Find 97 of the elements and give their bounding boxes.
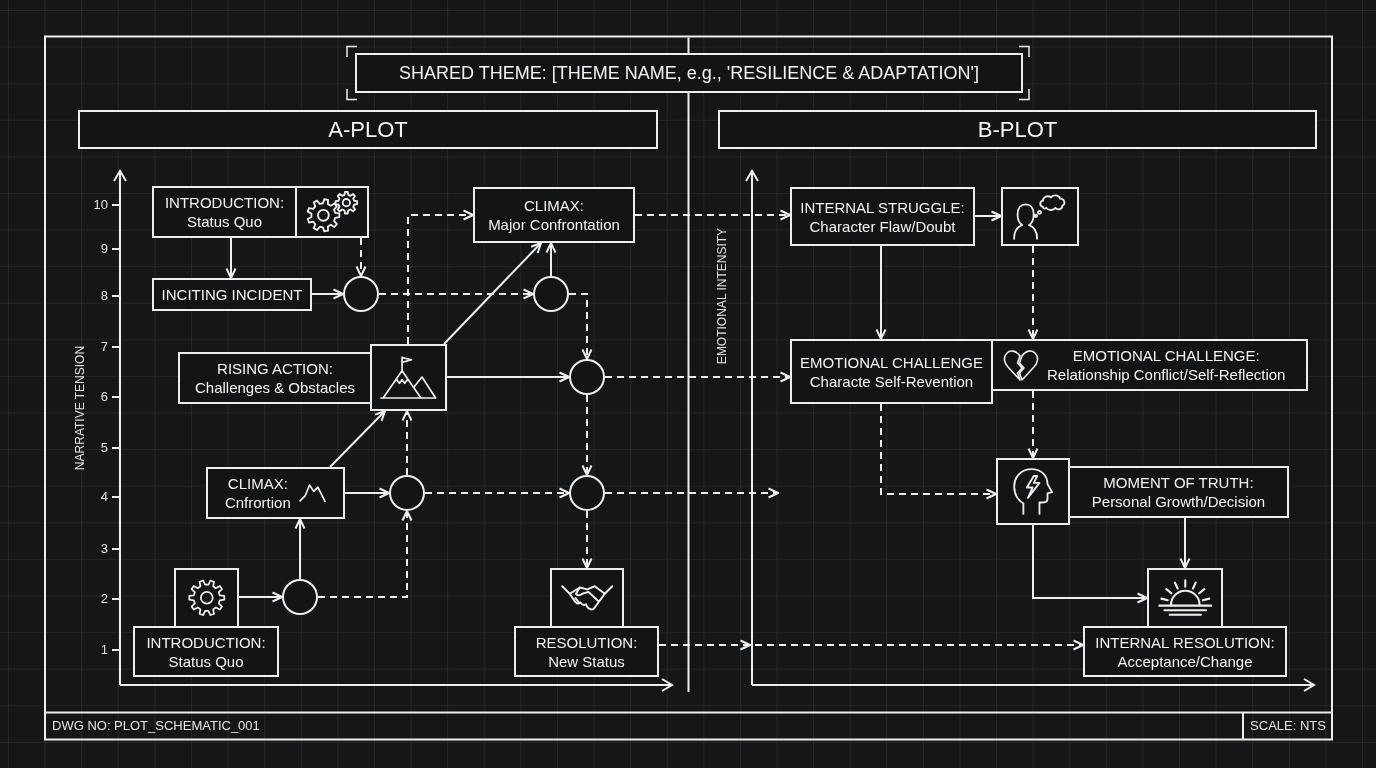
icon-panel <box>370 344 447 411</box>
arrow <box>225 237 237 279</box>
dashed-arrow <box>604 371 791 383</box>
step-heading: MOMENT OF TRUTH: <box>1103 473 1254 492</box>
step-heading: INTERNAL RESOLUTION: <box>1095 632 1275 652</box>
junction-circle <box>282 579 318 615</box>
dashed-arrow <box>407 209 474 345</box>
process-box <box>514 626 659 677</box>
arrow <box>294 518 306 580</box>
tick-label: 4 <box>100 489 108 505</box>
step-text: Characte Self-Revention <box>809 371 974 391</box>
process-box <box>152 186 297 238</box>
tick-label: 3 <box>100 541 108 557</box>
dashed-arrow <box>634 209 791 221</box>
step-heading: EMOTIONAL CHALLENGE: <box>1072 346 1260 365</box>
process-box <box>790 339 993 404</box>
arrow <box>1179 517 1191 569</box>
tick-label: 5 <box>100 440 108 456</box>
junction-circle <box>569 359 605 395</box>
arrow <box>974 210 1002 222</box>
step-text: Acceptance/Change <box>1117 651 1253 671</box>
dashed-arrow <box>1027 390 1039 459</box>
step-heading: CLIMAX: <box>227 474 288 493</box>
drawing-number: DWG NO: PLOT_SCHEMATIC_001 <box>52 718 260 734</box>
process-box <box>1083 626 1287 677</box>
tick-label: 6 <box>100 389 108 405</box>
dashed-arrow <box>568 293 593 360</box>
dashed-arrow <box>658 639 1084 651</box>
theme-label: SHARED THEME: [THEME NAME, e.g., 'RESILIENCE & ADAPTATION'] <box>399 62 979 84</box>
tick-label: 10 <box>93 197 108 213</box>
icon-panel <box>1147 568 1223 628</box>
arrow <box>446 371 570 383</box>
step-text: New Status <box>548 651 625 671</box>
junction-circle <box>533 276 569 312</box>
arrow <box>443 242 542 345</box>
process-box <box>991 339 1308 391</box>
arrow <box>545 242 557 277</box>
section-label: B-PLOT <box>977 116 1058 143</box>
icon-panel <box>996 458 1070 525</box>
header-band <box>78 110 658 149</box>
icon-panel <box>1001 187 1079 246</box>
step-heading: EMOTIONAL CHALLENGE <box>800 352 983 372</box>
theme-box <box>355 53 1023 93</box>
process-box <box>473 187 635 243</box>
scale-note: SCALE: NTS <box>1250 718 1326 734</box>
arrow <box>311 288 344 300</box>
dashed-arrow <box>604 487 779 499</box>
step-text: Status Quo <box>168 651 244 671</box>
tick-label: 2 <box>100 591 108 607</box>
dashed-arrow <box>880 403 997 500</box>
step-heading: CLIMAX: <box>524 196 584 215</box>
icon-panel <box>174 568 239 628</box>
junction-circle <box>569 475 605 511</box>
header-band <box>718 110 1317 149</box>
dashed-arrow <box>581 394 593 476</box>
process-box <box>178 352 372 404</box>
step-heading: INTRODUCTION: <box>164 193 285 212</box>
step-heading: RISING ACTION: <box>217 359 333 378</box>
axis-title: NARRATIVE TENSION <box>72 345 88 471</box>
step-text: Personal Growth/Decision <box>1091 492 1266 511</box>
step-text: Cnfrortion <box>224 493 291 512</box>
step-text: Character Flaw/Doubt <box>809 216 956 236</box>
icon-panel <box>550 568 624 628</box>
arrow <box>1032 524 1148 604</box>
step-heading: INTRODUCTION: <box>146 632 266 652</box>
tick-label: 1 <box>100 642 108 658</box>
process-box <box>152 278 312 311</box>
step-label: INCITING INCIDENT <box>161 285 303 304</box>
step-heading: INTERNAL STRUGGLE: <box>800 197 965 217</box>
dashed-arrow <box>581 510 593 569</box>
arrow <box>875 245 887 340</box>
process-box <box>206 467 345 519</box>
process-box <box>1068 466 1289 518</box>
dashed-arrow <box>355 237 367 277</box>
dashed-arrow <box>378 288 534 300</box>
process-box <box>790 187 975 246</box>
tick-label: 7 <box>100 339 108 355</box>
arrow <box>344 487 390 499</box>
step-text: Status Quo <box>186 212 262 231</box>
section-label: A-PLOT <box>328 116 408 143</box>
junction-circle <box>389 475 425 511</box>
icon-panel <box>295 186 369 238</box>
step-text: Relationship Conflict/Self-Reflection <box>1047 365 1286 384</box>
tick-label: 8 <box>100 288 108 304</box>
step-text: Challenges & Obstacles <box>194 378 356 397</box>
junction-circle <box>343 276 379 312</box>
arrow <box>329 410 386 468</box>
axis-title: EMOTIONAL INTENSITY <box>714 227 730 365</box>
arrow <box>238 591 283 603</box>
tick-label: 9 <box>100 241 108 257</box>
step-text: Major Confrontation <box>488 215 620 234</box>
dashed-arrow <box>317 510 413 598</box>
dashed-arrow <box>401 410 413 476</box>
dashed-arrow <box>424 487 570 499</box>
step-heading: RESOLUTION: <box>535 632 638 652</box>
process-box <box>133 626 279 677</box>
dashed-arrow <box>1027 245 1039 340</box>
